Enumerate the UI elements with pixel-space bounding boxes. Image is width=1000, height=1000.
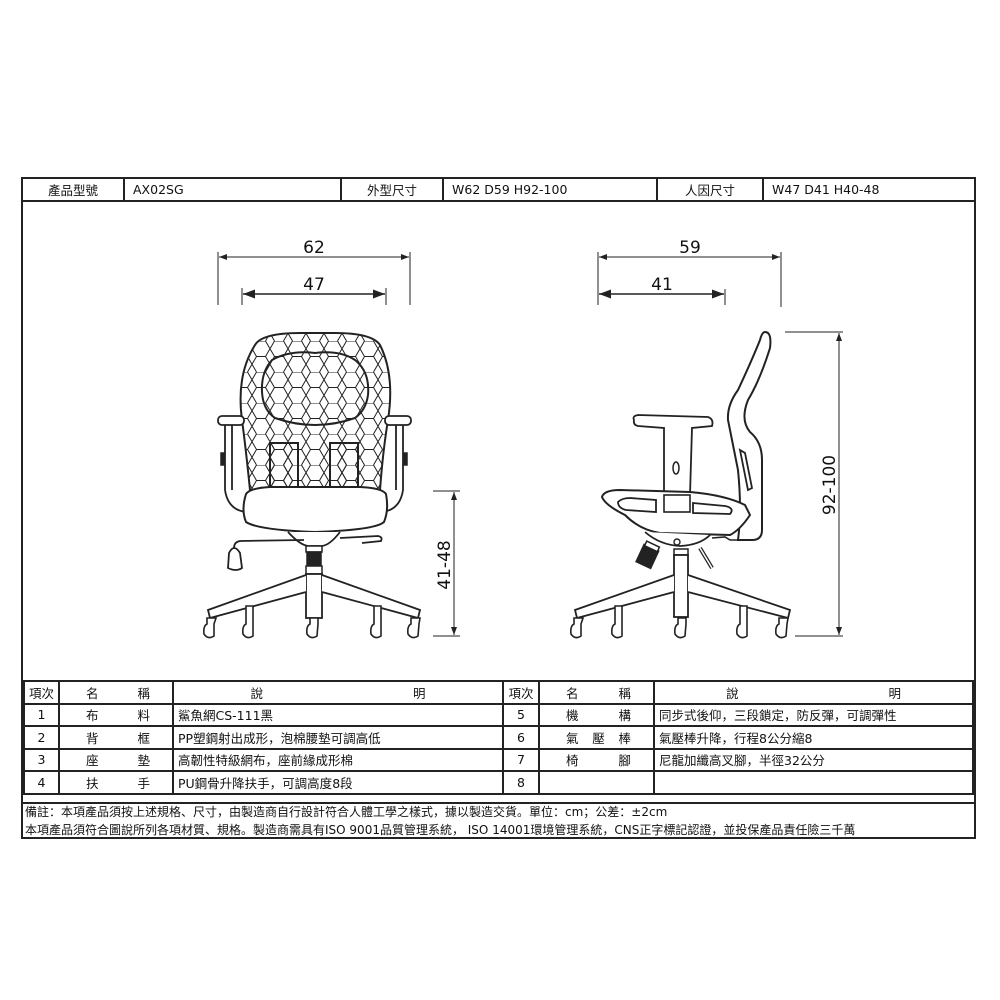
item-name: 背框 <box>58 725 174 750</box>
item-name: 座墊 <box>58 747 174 772</box>
table-row: 4 扶手 PU鋼骨升降扶手，可調高度8段 8 <box>23 770 974 795</box>
outer-size-label: 外型尺寸 <box>342 179 444 200</box>
table-row: 2 背框 PP塑鋼射出成形，泡棉腰墊可調高低 6 氣壓棒 氣壓棒升降，行程8公分… <box>23 725 974 750</box>
item-desc: 同步式後仰，三段鎖定，防反彈，可調彈性 <box>653 702 974 727</box>
front-seat-height-dim: 41-48 <box>435 540 455 589</box>
side-view <box>570 252 843 639</box>
spec-header-row: 產品型號 AX02SG 外型尺寸 W62 D59 H92-100 人因尺寸 W4… <box>23 179 974 202</box>
item-index: 8 <box>502 770 540 795</box>
item-desc <box>653 770 974 795</box>
item-name: 扶手 <box>58 770 174 795</box>
ergo-size-value: W47 D41 H40-48 <box>772 182 880 197</box>
col-header-desc: 說明 <box>653 680 974 705</box>
item-desc: PP塑鋼射出成形，泡棉腰墊可調高低 <box>172 725 504 750</box>
item-index: 7 <box>502 747 540 772</box>
technical-drawing: 62 47 41-48 <box>23 202 974 680</box>
notes-section: 備註：本項產品須按上述規格、尺寸，由製造商自行設計符合人體工學之樣式，據以製造交… <box>23 802 974 839</box>
side-seat-depth-dim: 41 <box>651 275 673 295</box>
parts-table-header: 項次 名稱 說明 項次 名稱 說明 <box>23 680 974 705</box>
notes-line-1: 備註：本項產品須按上述規格、尺寸，由製造商自行設計符合人體工學之樣式，據以製造交… <box>25 805 668 819</box>
item-index: 6 <box>502 725 540 750</box>
item-name: 機構 <box>538 702 655 727</box>
item-desc: PU鋼骨升降扶手，可調高度8段 <box>172 770 504 795</box>
outer-size-value: W62 D59 H92-100 <box>444 179 658 200</box>
model-value: AX02SG <box>125 179 342 200</box>
item-name <box>538 770 655 795</box>
notes-line-2: 本項產品須符合圖說所列各項材質、規格。製造商需具有ISO 9001品質管理系統，… <box>25 822 856 837</box>
item-name: 氣壓棒 <box>538 725 655 750</box>
item-desc: 尼龍加纖高叉腳，半徑32公分 <box>653 747 974 772</box>
col-header-name: 名稱 <box>58 680 174 705</box>
item-desc: 鯊魚網CS-111黑 <box>172 702 504 727</box>
model-label: 產品型號 <box>23 179 125 200</box>
item-desc: 氣壓棒升降，行程8公分縮8 <box>653 725 974 750</box>
item-index: 2 <box>23 725 60 750</box>
item-index: 5 <box>502 702 540 727</box>
front-width-dim: 62 <box>303 238 325 258</box>
spec-sheet: 產品型號 AX02SG 外型尺寸 W62 D59 H92-100 人因尺寸 W4… <box>21 177 976 839</box>
table-row: 1 布料 鯊魚網CS-111黑 5 機構 同步式後仰，三段鎖定，防反彈，可調彈性 <box>23 702 974 727</box>
ergo-size-label: 人因尺寸 <box>658 179 764 200</box>
item-index: 4 <box>23 770 60 795</box>
col-header-desc: 說明 <box>172 680 504 705</box>
item-desc: 高韌性特級網布，座前緣成形棉 <box>172 747 504 772</box>
side-height-dim: 92-100 <box>820 455 840 515</box>
front-view <box>203 252 460 639</box>
item-name: 布料 <box>58 702 174 727</box>
item-index: 3 <box>23 747 60 772</box>
side-depth-dim: 59 <box>679 238 701 258</box>
col-header-name: 名稱 <box>538 680 655 705</box>
col-header-index: 項次 <box>23 680 60 705</box>
item-index: 1 <box>23 702 60 727</box>
item-name: 椅腳 <box>538 747 655 772</box>
col-header-index: 項次 <box>502 680 540 705</box>
parts-table: 項次 名稱 說明 項次 名稱 說明 1 布料 鯊魚網CS-111黑 5 機構 同… <box>23 680 974 795</box>
front-seat-width-dim: 47 <box>303 275 325 295</box>
table-row: 3 座墊 高韌性特級網布，座前緣成形棉 7 椅腳 尼龍加纖高叉腳，半徑32公分 <box>23 747 974 772</box>
